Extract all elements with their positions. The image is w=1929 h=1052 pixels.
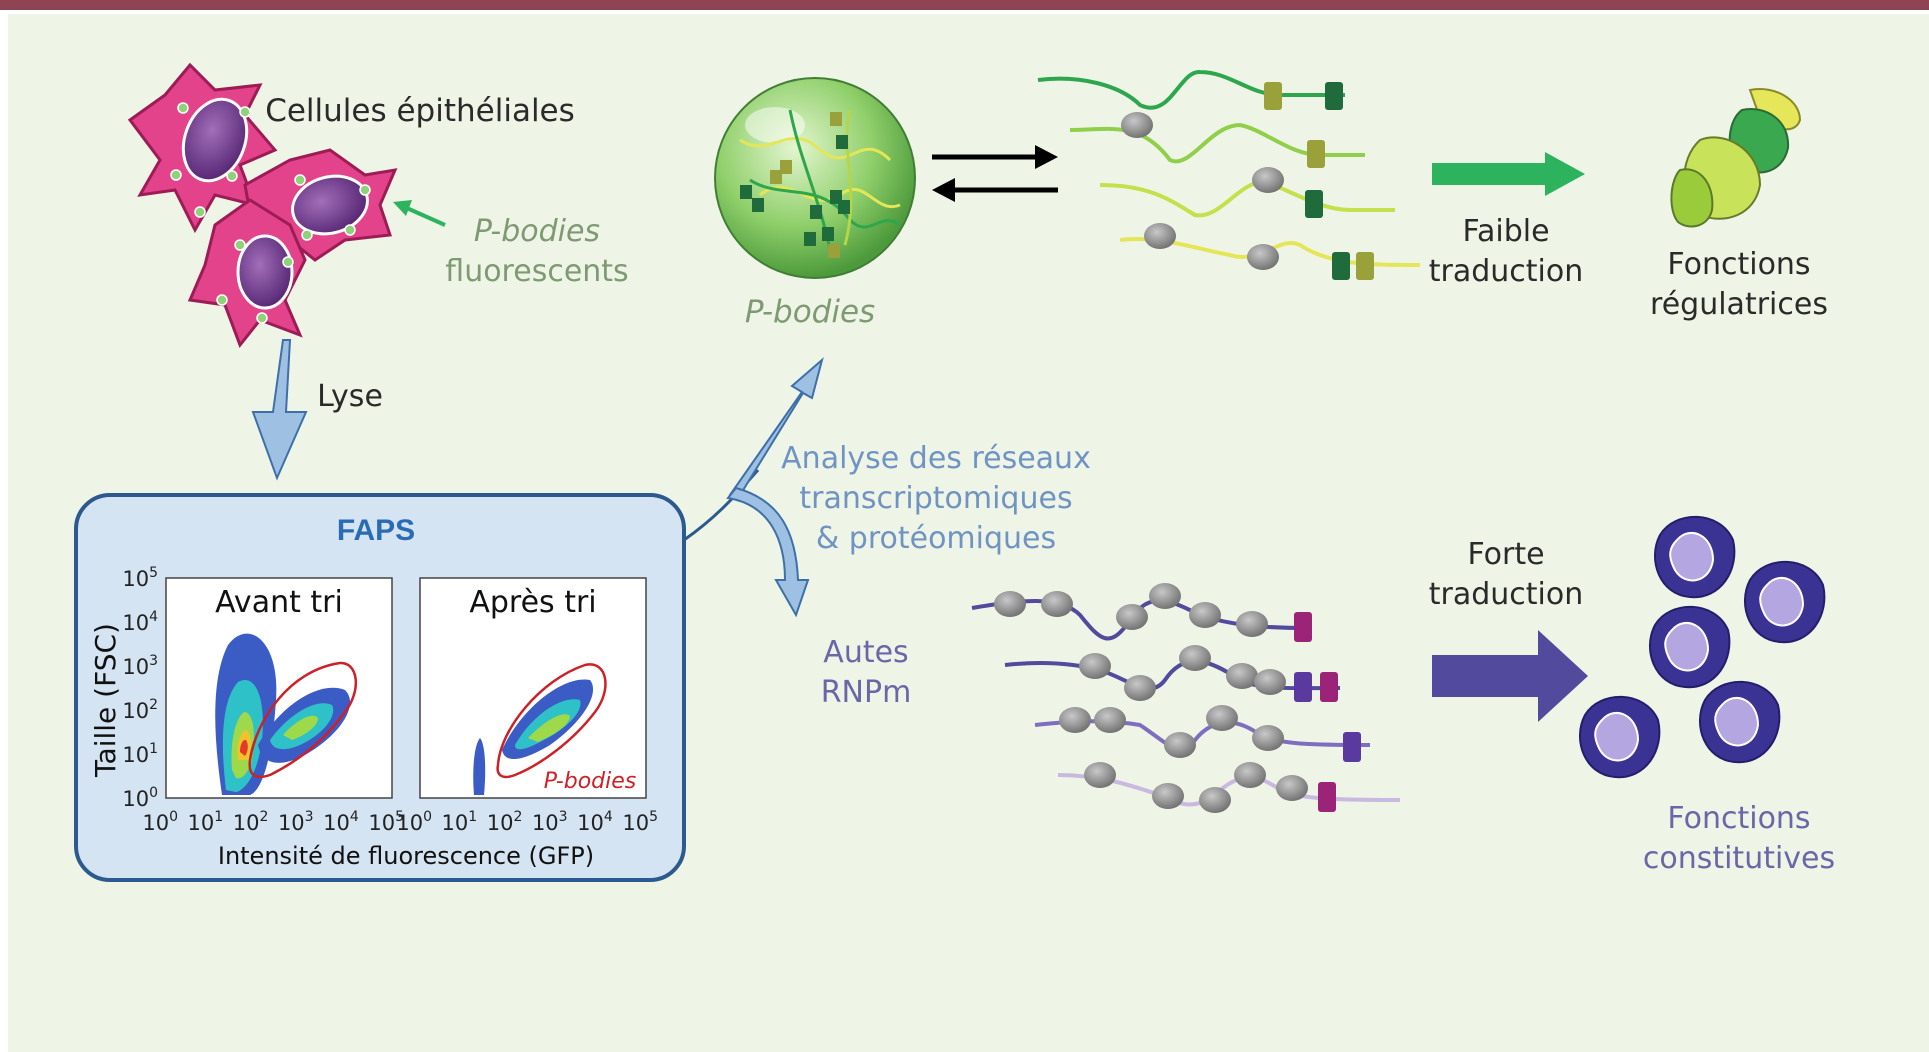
- gate-label-pbodies: P-bodies: [544, 769, 637, 794]
- high-translation-mrnas: [971, 583, 1401, 813]
- y-tick-label: 101: [122, 741, 158, 767]
- ribosome-icon: [1152, 783, 1184, 809]
- protein-blob-icon: [1699, 680, 1781, 764]
- label-constitutives-2: constitutives: [1643, 841, 1835, 876]
- protein-blob-icon: [1744, 560, 1826, 644]
- ribosome-icon: [1149, 583, 1181, 609]
- label-forte-1: Forte: [1467, 537, 1544, 572]
- plot-apres-tri: [419, 577, 647, 799]
- scatter-avant-tri: [215, 633, 351, 795]
- ribosome-icon: [1084, 762, 1116, 788]
- plot-title-avant: Avant tri: [215, 585, 343, 620]
- ribosome-icon: [1094, 707, 1126, 733]
- ribosome-icon: [1226, 663, 1258, 689]
- faps-title: FAPS: [337, 514, 415, 547]
- ribosome-icon: [1059, 707, 1091, 733]
- x-axis-label: Intensité de fluorescence (GFP): [218, 842, 594, 870]
- ribosome-icon: [1124, 675, 1156, 701]
- label-forte-2: traduction: [1429, 577, 1584, 612]
- ribosome-icon: [1116, 604, 1148, 630]
- protein-blob-icon: [1649, 605, 1731, 689]
- gate-avant-tri: [248, 661, 358, 779]
- ribosome-icon: [1079, 653, 1111, 679]
- label-analyse-3: & protéomiques: [816, 521, 1056, 556]
- ribosome-icon: [1189, 602, 1221, 628]
- ribosome-icon: [1236, 611, 1268, 637]
- y-axis-label: Taille (FSC): [89, 623, 122, 778]
- ribosome-icon: [1234, 762, 1266, 788]
- ribosome-icon: [994, 591, 1026, 617]
- label-constitutives-1: Fonctions: [1667, 801, 1810, 836]
- ribosome-icon: [1164, 732, 1196, 758]
- ribosome-icon: [1179, 645, 1211, 671]
- pbody-sphere: [714, 77, 916, 279]
- label-pbodies-fluo-2: fluorescents: [445, 254, 628, 289]
- ribosome-icon: [1199, 787, 1231, 813]
- regulatory-protein-illustration: [1670, 88, 1802, 228]
- label-lyse: Lyse: [317, 379, 383, 414]
- label-pbodies: P-bodies: [745, 294, 875, 330]
- label-pbodies-fluo-1: P-bodies: [474, 214, 600, 249]
- label-faible-2: traduction: [1429, 254, 1584, 289]
- scatter-apres-tri: [473, 679, 594, 795]
- arrow-to-pbodies: [728, 357, 824, 502]
- protein-blob-icon: [1579, 695, 1661, 779]
- top-frame-bar: [0, 0, 1929, 10]
- forte-traduction-arrow: [1432, 630, 1588, 722]
- ribosome-icon: [1254, 669, 1286, 695]
- protein-blob-icon: [1654, 515, 1736, 599]
- gate-apres-tri: [496, 663, 607, 779]
- low-translation-mrnas: [1037, 70, 1421, 280]
- constitutive-proteins-illustration: [1579, 515, 1826, 779]
- equilibrium-arrows: [932, 145, 1058, 202]
- lyse-arrow: [251, 339, 308, 481]
- label-autres-2: RNPm: [821, 675, 912, 710]
- pbody-pointer-arrowhead: [393, 200, 412, 216]
- faible-traduction-arrow: [1432, 152, 1585, 196]
- label-faible-1: Faible: [1462, 214, 1549, 249]
- label-analyse-2: transcriptomiques: [799, 481, 1072, 516]
- label-analyse-1: Analyse des réseaux: [781, 441, 1091, 476]
- ribosome-icon: [1206, 705, 1238, 731]
- plot-title-apres: Après tri: [469, 585, 596, 620]
- ribosome-icon: [1252, 725, 1284, 751]
- ribosome-icon: [1041, 591, 1073, 617]
- epithelial-cells-illustration: [127, 62, 398, 348]
- label-cells: Cellules épithéliales: [265, 93, 575, 129]
- arrow-to-rnpm: [726, 486, 810, 618]
- label-autres-1: Autes: [823, 635, 908, 670]
- label-regulatrices-1: Fonctions: [1667, 247, 1810, 282]
- ribosome-icon: [1276, 775, 1308, 801]
- label-regulatrices-2: régulatrices: [1650, 287, 1828, 322]
